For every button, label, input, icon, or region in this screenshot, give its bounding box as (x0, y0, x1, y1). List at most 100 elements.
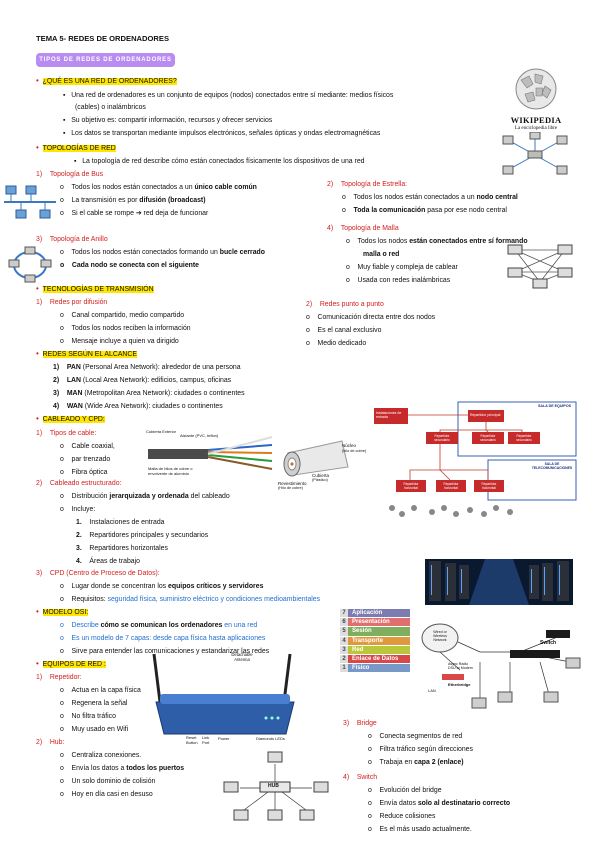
list-item: o Hoy en día casi en desuso (60, 791, 153, 798)
list-item: o Centraliza conexiones. (60, 752, 142, 759)
p2p-title: 2) Redes punto a punto (306, 301, 384, 308)
bullet-icon: • (36, 659, 39, 668)
list-item: ▪ Los datos se transportan mediante impu… (63, 130, 381, 137)
cabling-horizontal-label: Repartidor horizontal (443, 482, 459, 490)
modem-label: Async Radio DSU or Modem (448, 662, 473, 671)
section-osi: • MODELO OSI: (36, 607, 89, 617)
list-item: 3) MAN (Metropolitan Area Network): ciud… (53, 390, 245, 397)
bullet-icon: • (36, 143, 39, 152)
repeater-label: Power (218, 736, 230, 741)
cable-label: Revestimiento (278, 481, 307, 486)
list-item: o Todos los nodos están conectados forma… (60, 249, 265, 256)
list-item: o Envía los datos a todos los puertos (60, 765, 185, 772)
repeater-label: Link Port (202, 735, 210, 745)
cabling-hierarchy-illustration (374, 401, 577, 517)
switch-figure-label: Switch (540, 640, 557, 646)
wikipedia-logo: WIKIPEDIA La enciclopedia libre (509, 66, 563, 132)
list-item-continued: malla o red (363, 251, 400, 258)
mesh-topology-diagram (507, 244, 573, 289)
repeater-title: 1) Repetidor: (36, 674, 82, 681)
hub-network-icon (223, 751, 329, 821)
list-item: o Conecta segmentos de red (368, 733, 463, 740)
page-title: TEMA 5- REDES DE ORDENADORES (36, 34, 170, 43)
section-what-is-network: • ¿QUÉ ES UNA RED DE ORDENADORES? (36, 77, 177, 86)
list-item: o La transmisión es por difusión (broadc… (60, 197, 206, 204)
repeater-label: Detachable Antenna (231, 652, 253, 662)
star-title: 2) Topología de Estrella: (327, 181, 408, 188)
bullet-icon: • (36, 349, 39, 358)
section-network-devices: • EQUIPOS DE RED : (36, 660, 106, 669)
section-scope: • REDES SEGÚN EL ALCANCE (36, 350, 137, 359)
cable-label: Aislante (PVC, teflon) (180, 433, 219, 438)
heading-devices: EQUIPOS DE RED : (42, 661, 106, 668)
list-item: o Es el más usado actualmente. (368, 826, 472, 833)
list-item: ▪ Su objetivo es: compartir información,… (63, 117, 273, 124)
list-item: o Mensaje incluye a quien va dirigido (60, 338, 179, 345)
bus-title: 1) Topología de Bus (36, 171, 104, 178)
list-item: o Todos los nodos reciben la información (60, 325, 191, 332)
bullet-icon: • (36, 414, 39, 423)
list-item: o Muy usado en Wifi (60, 726, 129, 733)
list-item: ▪ La topología de red describe cómo está… (74, 158, 365, 165)
list-item: o Requisitos: seguridad física, suminist… (60, 596, 321, 603)
list-item: o Envía datos solo al destinatario corre… (368, 800, 511, 807)
list-item: o Un solo dominio de colisión (60, 778, 156, 785)
item-text: La topología de red describe cómo están … (82, 158, 365, 165)
wikipedia-globe-icon (515, 68, 557, 110)
list-item: o Sirve para entender las comunicaciones… (60, 648, 270, 655)
list-item: o par trenzado (60, 456, 111, 463)
list-item: o Todos los nodos están conectados a un … (60, 184, 257, 191)
lan-label: LAN (428, 688, 436, 693)
cable-figure: Cubierta Exterior Aislante (PVC, teflon)… (142, 423, 366, 491)
list-item: o Si el cable se rompe ➔ red deja de fun… (60, 210, 209, 217)
bus-topology-diagram (4, 185, 56, 219)
heading-transmission: TECNOLOGÍAS DE TRANSMISIÓN (42, 286, 154, 293)
list-item: o Incluye: (60, 506, 96, 513)
repeater-label: Reset Button (186, 735, 198, 745)
list-item: o Fibra óptica (60, 469, 108, 476)
list-item: o Filtra tráfico según direcciones (368, 746, 473, 753)
item-text: Su objetivo es: compartir información, r… (71, 117, 273, 124)
star-topology-diagram (502, 132, 568, 175)
heading-topologies: TOPOLOGÍAS DE RED (42, 145, 116, 152)
list-item: o Es un modelo de 7 capas: desde capa fí… (60, 635, 266, 642)
cabling-horizontal-label: Repartidor horizontal (481, 482, 497, 490)
heading-scope: REDES SEGÚN EL ALCANCE (42, 351, 137, 358)
list-item: 2) LAN (Local Area Network): edificios, … (53, 377, 232, 384)
sub-list-item: 4. Áreas de trabajo (76, 558, 140, 565)
broadcast-title: 1) Redes por difusión (36, 299, 108, 306)
cabling-secondary-label: Repartidor secundario (516, 434, 532, 442)
list-item: (cables) o inalámbricos (75, 104, 146, 111)
mesh-title: 4) Topología de Malla (327, 225, 399, 232)
list-item: o Todos los nodos están conectados entre… (346, 238, 528, 245)
list-item: o Lugar donde se concentran los equipos … (60, 583, 264, 590)
list-item: o Muy fiable y compleja de cablear (346, 264, 458, 271)
network-devices-figure: Switch Wired or Wireless Network Async R… (420, 622, 585, 714)
cable-label: Núcleo (342, 443, 357, 448)
sub-list-item: 3. Repartidores horizontales (76, 545, 168, 552)
bullet-icon: • (36, 607, 39, 616)
list-item: o No filtra tráfico (60, 713, 116, 720)
list-item: o Evolución del bridge (368, 787, 442, 794)
cpd-title: 3) CPD (Centro de Proceso de Datos): (36, 570, 160, 577)
list-item: o Reduce colisiones (368, 813, 436, 820)
cabling-secondary-label: Repartidor secundario (434, 434, 450, 442)
list-item: o Regenera la señal (60, 700, 128, 707)
repeater-figure: Detachable Antenna Reset Button Link Por… (146, 650, 306, 746)
sub-list-item: 2. Repartidores principales y secundario… (76, 532, 209, 539)
section-topologies: • TOPOLOGÍAS DE RED (36, 144, 116, 153)
cable-label: (Plástico) (312, 478, 328, 482)
list-item: o Es el canal exclusivo (306, 327, 382, 334)
hub-figure: HUB (220, 748, 330, 830)
repeater-device-icon (152, 653, 295, 735)
list-item: o Actua en la capa física (60, 687, 141, 694)
hub-label: HUB (268, 783, 279, 789)
cable-label: Malla de hilos de cobre o envolvente de … (148, 466, 193, 476)
network-cloud-label: Wired or Wireless Network (433, 630, 447, 643)
ring-title: 3) Topología de Anillo (36, 236, 108, 243)
repeater-label: Diamonds LEDs (256, 736, 285, 741)
hub-title: 2) Hub: (36, 739, 65, 746)
